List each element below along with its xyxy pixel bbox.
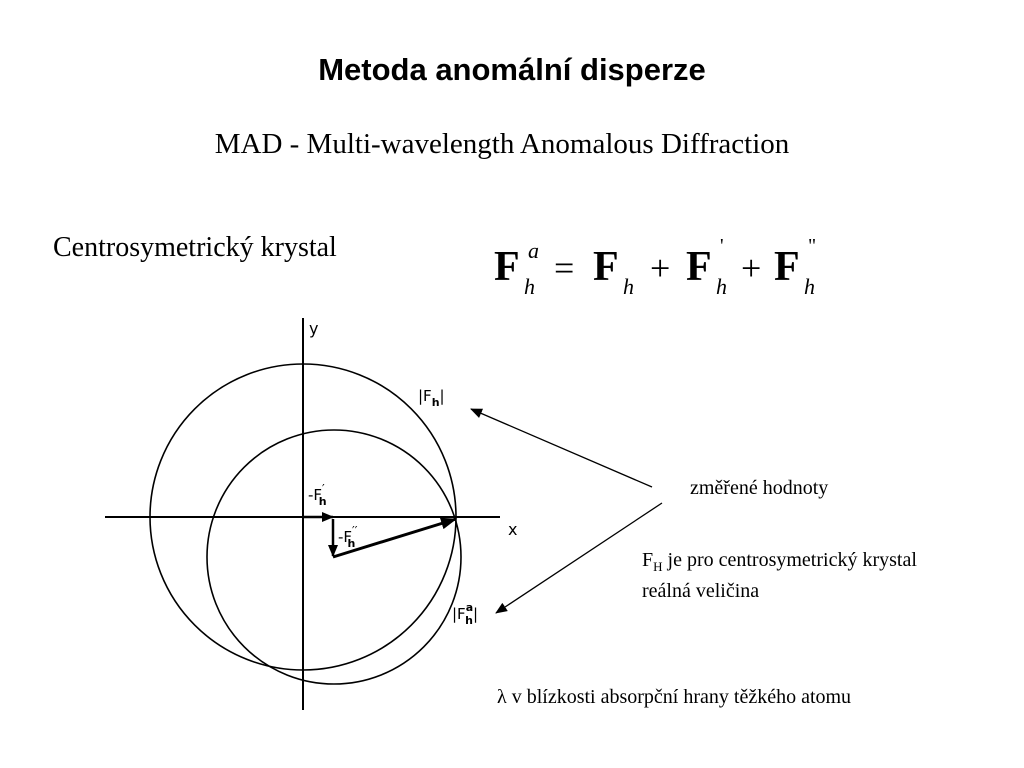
formula-lhs-base: F bbox=[494, 244, 520, 290]
formula-plus-1: + bbox=[650, 248, 670, 288]
inner-circle bbox=[206, 429, 462, 685]
fh-subscript: H bbox=[653, 559, 663, 574]
fh-note-text: je pro centrosymetrický krystal bbox=[662, 549, 917, 571]
formula-lhs-sub: h bbox=[524, 274, 535, 299]
lambda-note-text: v blízkosti absorpční hrany těžkého atom… bbox=[506, 686, 852, 708]
formula-lhs-sup: a bbox=[528, 238, 539, 263]
formula-t3-sup: " bbox=[808, 235, 816, 257]
y-axis-label: y bbox=[309, 319, 318, 338]
resultant-vector bbox=[332, 517, 457, 559]
formula-t2-sub: h bbox=[716, 274, 727, 299]
slide-title: Metoda anomální disperze bbox=[318, 52, 706, 87]
anomalous-formula: F a h = F h + F ' h + F " h bbox=[494, 235, 816, 299]
formula-t2-sup: ' bbox=[720, 235, 724, 257]
formula-t3-sub: h bbox=[804, 274, 815, 299]
fh-symbol: F bbox=[642, 549, 654, 571]
formula-t1-sub: h bbox=[623, 274, 634, 299]
real-quantity-note: reálná veličina bbox=[642, 580, 760, 602]
formula-equals: = bbox=[554, 248, 574, 288]
formula-t2-base: F bbox=[686, 244, 712, 290]
lambda-symbol: λ bbox=[497, 686, 507, 708]
formula-t3-base: F bbox=[774, 244, 800, 290]
outer-circle-label: |Fh| bbox=[418, 387, 445, 409]
fh-centrosymmetric-note: FH je pro centrosymetrický krystal bbox=[642, 549, 917, 575]
arrow-to-inner-circle bbox=[495, 502, 663, 614]
f-prime-label: -F′h bbox=[308, 482, 327, 508]
f-double-prime-label: -F′′h bbox=[338, 524, 358, 550]
measured-values-note: změřené hodnoty bbox=[690, 477, 829, 499]
formula-plus-2: + bbox=[741, 248, 761, 288]
x-axis-label: x bbox=[508, 520, 517, 539]
arrow-to-outer-circle bbox=[470, 408, 653, 488]
lambda-note: λ v blízkosti absorpční hrany těžkého at… bbox=[497, 686, 851, 709]
centrosymmetric-label: Centrosymetrický krystal bbox=[53, 232, 337, 263]
outer-circle bbox=[149, 363, 457, 671]
formula-t1-base: F bbox=[593, 244, 619, 290]
slide-subtitle: MAD - Multi-wavelength Anomalous Diffrac… bbox=[214, 128, 790, 160]
